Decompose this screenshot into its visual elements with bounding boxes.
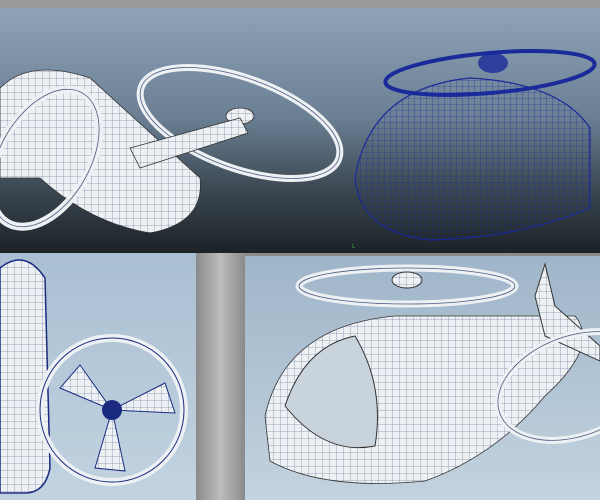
- scene-cutaway: [264, 262, 600, 484]
- scene-top: L: [0, 49, 597, 250]
- view-axis-icon: L: [352, 244, 356, 250]
- viewport-bottom-right[interactable]: [245, 256, 600, 500]
- viewport-top[interactable]: L: [0, 8, 600, 253]
- aircraft-xray-wireframe: [354, 49, 597, 241]
- propeller-blades: [59, 364, 176, 472]
- viewport-divider: [196, 253, 245, 500]
- window-top-strip: [0, 0, 600, 8]
- aircraft-shaded: [0, 64, 344, 234]
- viewport-bottom-left[interactable]: [0, 253, 196, 500]
- scene-front: [0, 259, 188, 494]
